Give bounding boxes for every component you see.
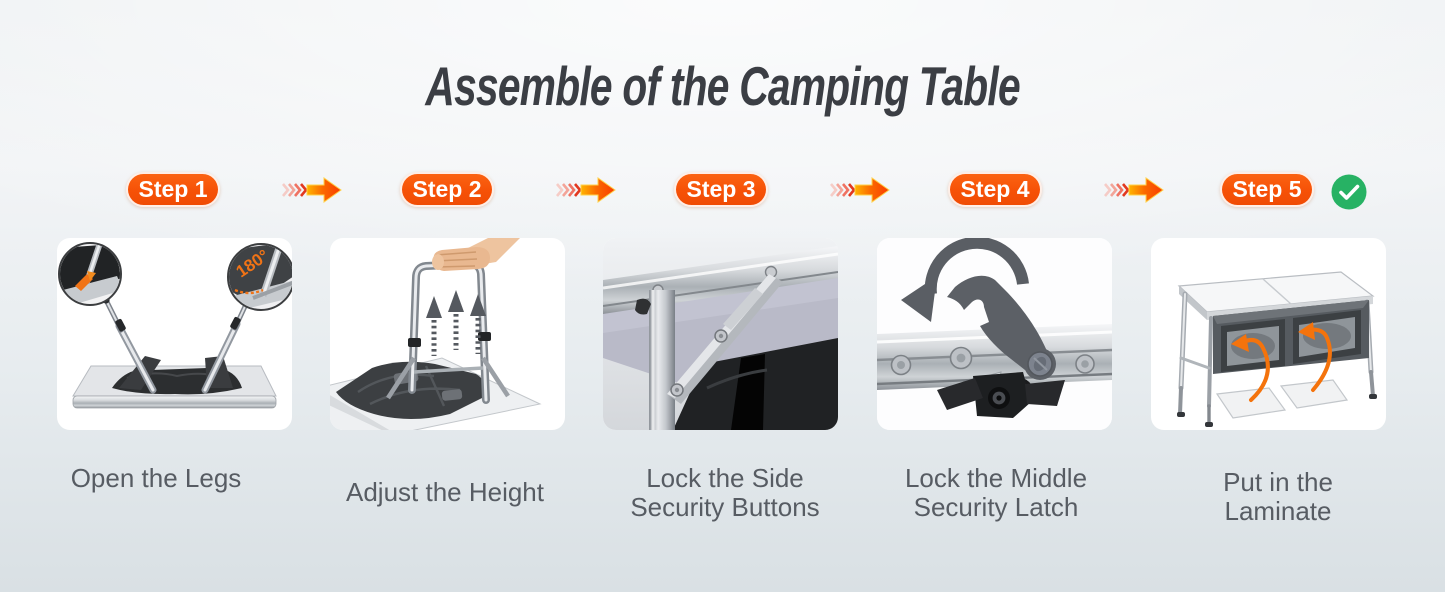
lift-arrows-icon — [426, 290, 486, 356]
progress-arrow-icon — [830, 177, 890, 203]
progress-arrow-icon — [556, 177, 616, 203]
step5-caption: Put in the Laminate — [1223, 467, 1333, 526]
insert-arrows-icon — [1241, 327, 1332, 402]
checkmark-circle-icon — [1331, 174, 1367, 210]
step4-illustration — [877, 238, 1112, 430]
step2-illustration — [330, 238, 542, 430]
step1-caption: Open the Legs — [70, 463, 242, 493]
step1-inset-left — [58, 242, 122, 306]
step3-photo — [603, 238, 838, 430]
progress-arrow-icon — [282, 177, 342, 203]
step-badge-3: Step 3 — [674, 172, 768, 207]
clamp-mechanism — [937, 372, 1065, 418]
step2-photo — [330, 238, 565, 430]
page-title: Assemble of the Camping Table — [425, 55, 1020, 117]
step-badge-1: Step 1 — [126, 172, 220, 207]
step-badge-5: Step 5 — [1220, 172, 1314, 207]
rotate-arrow-icon — [901, 238, 1029, 322]
step4-caption: Lock the Middle Security Latch — [904, 463, 1088, 522]
step-badge-4: Step 4 — [948, 172, 1042, 207]
step5-illustration — [1177, 271, 1377, 427]
step1-inset-right: 180° — [227, 243, 292, 311]
progress-arrow-icon — [1104, 177, 1164, 203]
hand — [432, 238, 520, 271]
laminate-boards — [1215, 379, 1349, 419]
step2-caption: Adjust the Height — [345, 477, 544, 507]
step1-illustration: 180° — [58, 242, 292, 409]
title-row: Assemble of the Camping Table — [0, 59, 1445, 114]
latch-hook — [947, 275, 1056, 380]
step3-caption: Lock the Side Security Buttons — [630, 463, 820, 522]
step5-photo — [1151, 238, 1386, 430]
step-badge-2: Step 2 — [400, 172, 494, 207]
step1-photo: 180° — [57, 238, 292, 430]
step3-illustration — [603, 238, 838, 430]
step4-photo — [877, 238, 1112, 430]
